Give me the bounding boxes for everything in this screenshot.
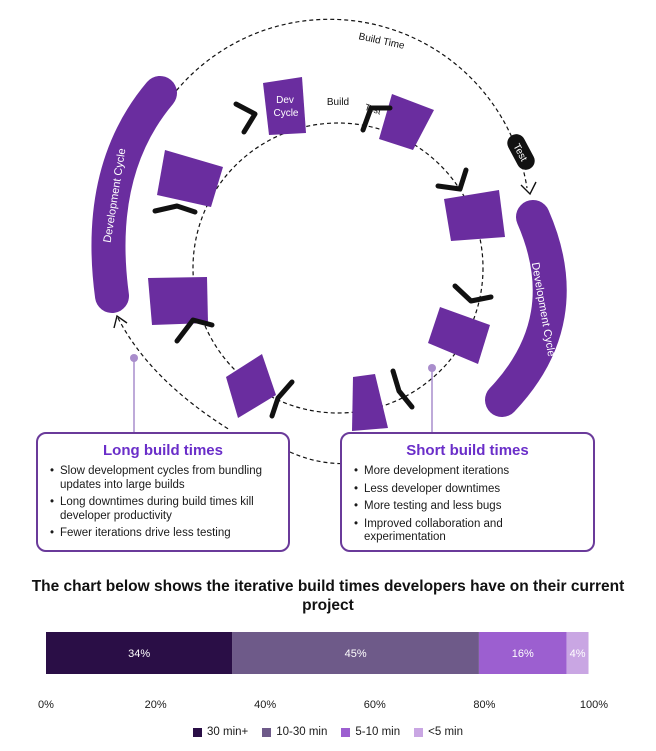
list-item: More development iterations [354, 465, 587, 479]
outer-dashed-arc-bottom [289, 451, 373, 465]
short-build-times-title: Short build times [406, 442, 529, 459]
inner-segments [148, 77, 505, 431]
x-tick-label: 0% [38, 699, 54, 711]
segment-top-right [379, 94, 434, 150]
long-build-times-box: Long build times Slow development cycles… [36, 432, 290, 552]
legend-item: 5-10 min [341, 726, 400, 738]
outer-dashed-arc-top [171, 18, 528, 189]
segment-left-upper [157, 150, 223, 207]
legend-item: 10-30 min [262, 726, 327, 738]
chevron-right-lower [452, 283, 494, 304]
bar-data-label: 16% [512, 648, 534, 660]
inner-test-label: Test [364, 102, 383, 117]
connector-dot-left [130, 354, 138, 362]
list-item: Less developer downtimes [354, 483, 587, 497]
x-tick-label: 40% [254, 699, 276, 711]
list-item: More testing and less bugs [354, 500, 587, 514]
legend-swatch [414, 727, 424, 737]
build-times-stacked-bar-chart: 34% 45% 16% 4% 0% 20% 40% 60% 80% 100% [38, 632, 608, 711]
x-tick-label: 60% [364, 699, 386, 711]
short-build-times-list: More development iterations Less develop… [342, 465, 593, 545]
bar-segment [232, 632, 479, 674]
segment-right-upper [444, 190, 505, 241]
inner-build-label: Build [327, 97, 349, 108]
segment-dev-cycle [263, 77, 306, 135]
legend-swatch [341, 727, 351, 737]
bar-data-label: 34% [128, 648, 150, 660]
chevron-left-lower [174, 317, 215, 344]
chevron-right-upper [435, 167, 469, 192]
chevron-top-right [360, 105, 393, 133]
build-time-label: Build Time [358, 31, 406, 52]
legend-label: 5-10 min [355, 726, 401, 738]
x-tick-label: 20% [145, 699, 167, 711]
bar-segment [478, 632, 567, 674]
segment-bottom-right [352, 374, 388, 431]
long-build-times-list: Slow development cycles from bundling up… [38, 465, 288, 541]
legend-swatch [193, 727, 203, 737]
x-tick-label: 80% [473, 699, 495, 711]
list-item: Long downtimes during build times kill d… [50, 496, 282, 523]
chevron-bottom-left [269, 379, 295, 419]
inner-dashed-circle [192, 122, 484, 414]
legend-item: 30 min+ [193, 726, 248, 738]
chevron-left-upper [152, 203, 198, 215]
long-build-times-title: Long build times [103, 442, 223, 459]
bar-data-label: 45% [345, 648, 367, 660]
short-build-times-box: Short build times More development itera… [340, 432, 595, 552]
legend-label: <5 min [428, 726, 463, 738]
segment-bottom-left [226, 354, 276, 418]
dev-cycle-label-line1: Dev [276, 95, 294, 106]
list-item: Fewer iterations drive less testing [50, 527, 282, 541]
chevron-bottom-right [390, 368, 415, 410]
development-cycle-arc-right [485, 200, 567, 417]
test-pill: Test [507, 134, 535, 170]
legend-label: 10-30 min [276, 726, 328, 738]
chart-legend: 30 min+ 10-30 min 5-10 min <5 min [0, 726, 656, 738]
outer-arrowhead-right [520, 181, 537, 196]
chevrons [152, 101, 494, 419]
build-cycle-diagram: Test Build Time Dev Cycle Build Test Dev… [91, 18, 567, 465]
bar-segment [566, 632, 589, 674]
legend-swatch [262, 727, 272, 737]
chevron-top-left [233, 101, 258, 135]
list-item: Slow development cycles from bundling up… [50, 465, 282, 492]
segment-left-lower [148, 277, 208, 325]
dev-cycle-label-line2: Cycle [273, 108, 298, 119]
bar-segment [46, 632, 233, 674]
legend-item: <5 min [414, 726, 463, 738]
chart-heading: The chart below shows the iterative buil… [31, 578, 625, 614]
outer-dashed-arc-left [117, 317, 231, 431]
connector-dot-right [428, 364, 436, 372]
segment-right-lower [428, 307, 490, 364]
development-cycle-arc-left [91, 76, 177, 313]
legend-label: 30 min+ [207, 726, 249, 738]
bar-data-label: 4% [570, 648, 586, 660]
x-tick-label: 100% [580, 699, 608, 711]
list-item: Improved collaboration and experimentati… [354, 518, 587, 545]
outer-arrowhead-left [113, 314, 128, 329]
